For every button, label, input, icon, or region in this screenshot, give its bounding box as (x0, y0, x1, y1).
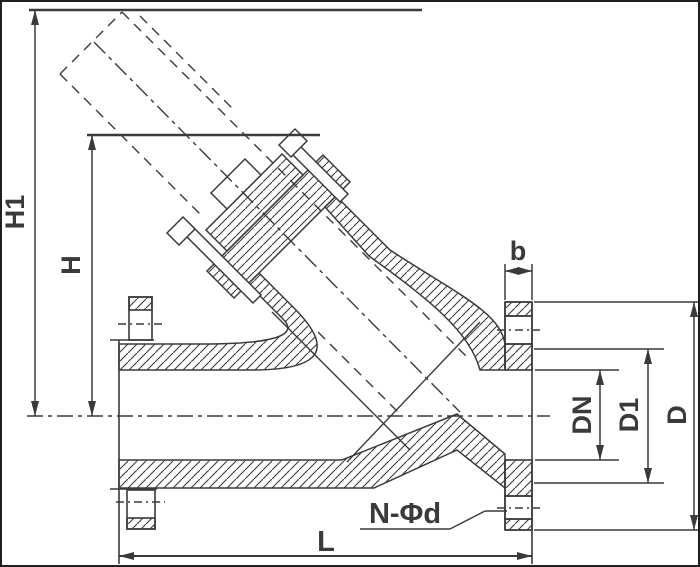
branch-axis-centerline (93, 41, 461, 413)
body-bottom-wall (118, 413, 506, 490)
label-DN: DN (567, 396, 597, 435)
valve-body-section (118, 127, 506, 490)
centerlines (27, 41, 550, 509)
right-flange (504, 301, 533, 564)
label-D: D (662, 405, 692, 425)
dimension-H (87, 133, 320, 416)
left-bottom-bolt-hatch (126, 517, 156, 530)
right-flange-hatch-3 (504, 459, 533, 497)
strainer-screen (271, 311, 481, 463)
dimension-D1 (534, 348, 664, 484)
left-top-bolt-hatch (128, 296, 153, 311)
label-D1: D1 (614, 398, 644, 433)
dimension-H1 (29, 8, 422, 416)
basket-withdrawal-envelope (59, 11, 469, 415)
label-L: L (317, 526, 335, 558)
dimensions (29, 8, 698, 560)
label-N-phi-d: N-Φd (369, 498, 441, 530)
bolt-hole-callout-leader (360, 510, 507, 530)
right-flange-hatch-4 (504, 518, 533, 531)
dimension-DN (535, 369, 619, 461)
label-H1: H1 (2, 195, 30, 230)
bonnet-nut (209, 157, 263, 211)
dimension-b (504, 264, 533, 300)
body-top-wall (118, 271, 318, 371)
label-H: H (56, 255, 86, 275)
label-b: b (510, 236, 527, 266)
dimension-labels: H1 H b DN D1 D L N-Φd (2, 195, 692, 558)
left-flange (110, 296, 157, 564)
stud-bolt-lower-cap (165, 215, 197, 247)
branch-right-wall (323, 194, 506, 371)
dimension-D (534, 301, 698, 531)
right-flange-hatch-2 (504, 343, 533, 371)
right-flange-hatch-1 (504, 301, 533, 317)
dimension-L (119, 552, 532, 560)
